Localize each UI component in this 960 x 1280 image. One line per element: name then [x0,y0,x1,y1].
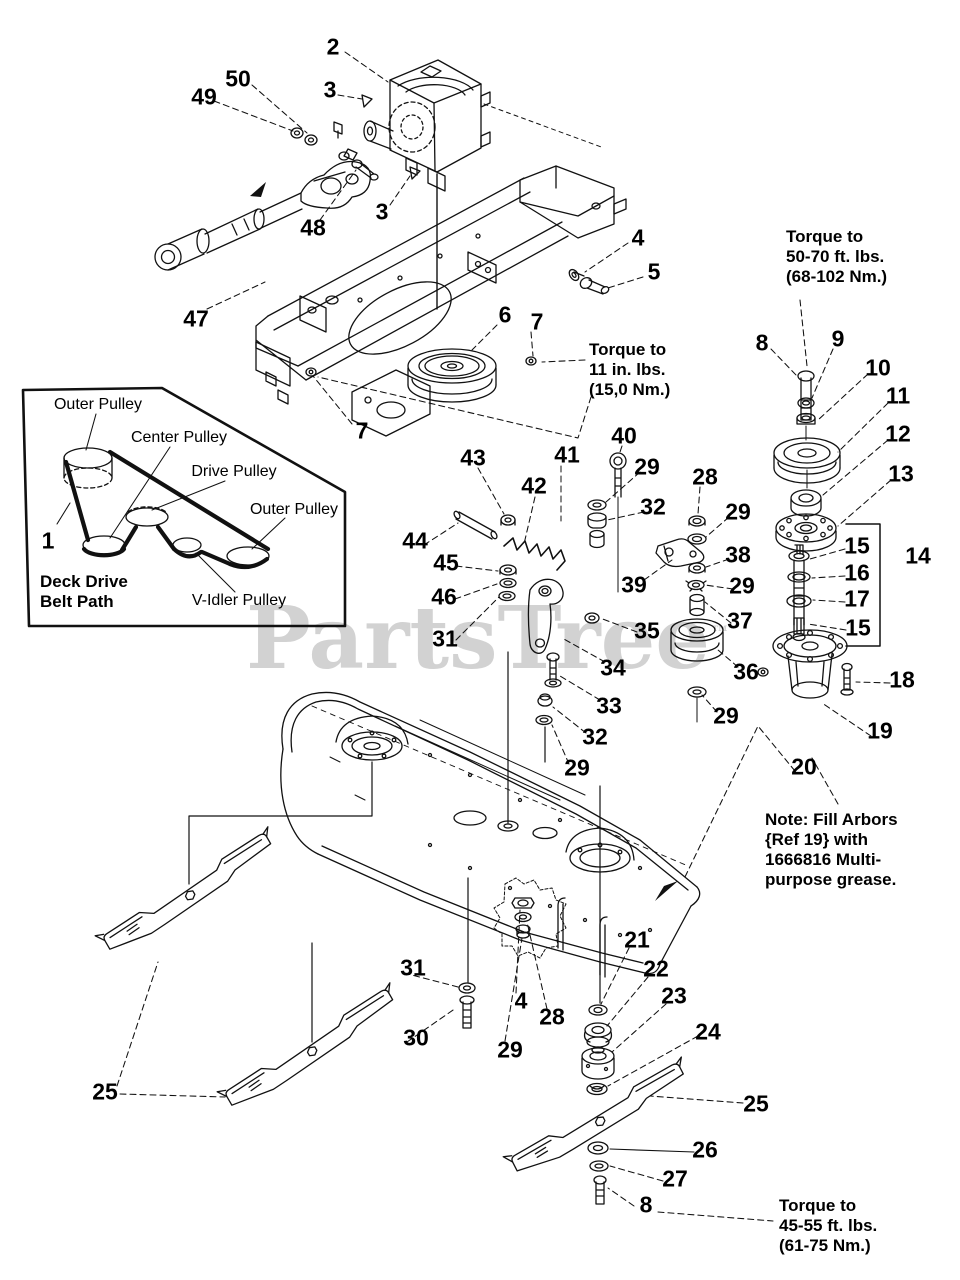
callout-3a: 3 [323,76,337,103]
callout-21: 21 [624,926,650,953]
inset-label-outer-pulley-right: Outer Pulley [249,501,339,518]
callout-45: 45 [433,549,459,576]
callout-44: 44 [402,527,428,554]
callout-3b: 3 [375,198,389,225]
callout-1: 1 [41,527,55,554]
callout-38: 38 [725,541,751,568]
callout-29b: 29 [725,498,751,525]
callout-29f: 29 [497,1036,523,1063]
callout-34: 34 [600,654,626,681]
callout-9: 9 [831,325,845,352]
callout-7a: 7 [530,308,544,335]
callout-49: 49 [191,83,217,110]
idler-assembly-drawing [453,452,724,824]
callout-25a: 25 [92,1078,118,1105]
callout-17: 17 [844,585,870,612]
callout-47: 47 [183,305,209,332]
callout-12: 12 [885,420,911,447]
callout-29d: 29 [564,754,590,781]
callout-42: 42 [521,472,547,499]
callout-14: 14 [905,542,931,569]
callout-19: 19 [867,717,893,744]
belt-path-inset-drawing [21,386,347,628]
callout-22: 22 [643,955,669,982]
callout-50: 50 [225,65,251,92]
callout-29a: 29 [634,453,660,480]
callout-31a: 31 [432,625,458,652]
callout-32b: 32 [582,723,608,750]
leader-lines-solid [609,1148,695,1153]
callout-37: 37 [727,607,753,634]
callout-39: 39 [621,571,647,598]
callout-31b: 31 [400,954,426,981]
blade-hardware-drawing [458,982,615,1205]
carrier-frame-drawing [255,165,627,437]
inset-label-center-pulley: Center Pulley [130,429,228,446]
callout-40: 40 [611,422,637,449]
callout-20: 20 [791,753,817,780]
note-torque-top: Torque to 50-70 ft. lbs. (68-102 Nm.) [786,227,888,287]
callout-26: 26 [692,1136,718,1163]
driveshaft-drawing [154,121,379,271]
assembly-lines [188,761,601,1043]
watermark: PartsTree™ [246,596,730,682]
callout-36: 36 [733,658,759,685]
callout-28b: 28 [539,1003,565,1030]
callout-23: 23 [661,982,687,1009]
note-torque-center: Torque to 11 in. lbs. (15,0 Nm.) [589,340,671,400]
callout-29e: 29 [713,702,739,729]
callout-30: 30 [403,1024,429,1051]
note-torque-bottom: Torque to 45-55 ft. lbs. (61-75 Nm.) [779,1196,878,1256]
callout-4a: 4 [631,224,645,251]
callout-16: 16 [844,559,870,586]
callout-32a: 32 [640,493,666,520]
bolt-and-washer-4-5 [568,268,610,295]
inset-label-drive-pulley: Drive Pulley [191,463,277,480]
inset-title: Deck Drive Belt Path [40,572,128,611]
inset-label-outer-pulley-left: Outer Pulley [53,396,143,413]
callout-15a: 15 [844,532,870,559]
callout-27: 27 [662,1165,688,1192]
callout-46: 46 [431,583,457,610]
callout-11: 11 [885,382,911,409]
callout-2: 2 [326,33,340,60]
callout-48: 48 [300,214,326,241]
drive-pulley-drawing [305,348,537,403]
callout-41: 41 [554,441,580,468]
callout-4b: 4 [514,987,528,1014]
gearbox-drawing [361,59,605,310]
callout-13: 13 [888,460,914,487]
callout-8b: 8 [639,1191,653,1218]
spindle-stack-drawing [757,370,881,699]
callout-8a: 8 [755,329,769,356]
callout-33: 33 [596,692,622,719]
inset-label-v-idler-pulley: V-Idler Pulley [191,592,287,609]
callout-15b: 15 [845,614,871,641]
callout-29c: 29 [729,572,755,599]
callout-6: 6 [498,301,512,328]
watermark-text: PartsTree [246,588,711,689]
callout-5: 5 [647,258,661,285]
callout-24: 24 [695,1018,721,1045]
callout-43: 43 [460,444,486,471]
callout-18: 18 [889,666,915,693]
callout-10: 10 [865,354,891,381]
callout-35: 35 [634,617,660,644]
leader-lines [116,51,892,1222]
callout-28a: 28 [692,463,718,490]
note-fill-arbors: Note: Fill Arbors {Ref 19} with 1666816 … [765,810,898,890]
callout-25b: 25 [743,1090,769,1117]
callout-7b: 7 [355,417,369,444]
